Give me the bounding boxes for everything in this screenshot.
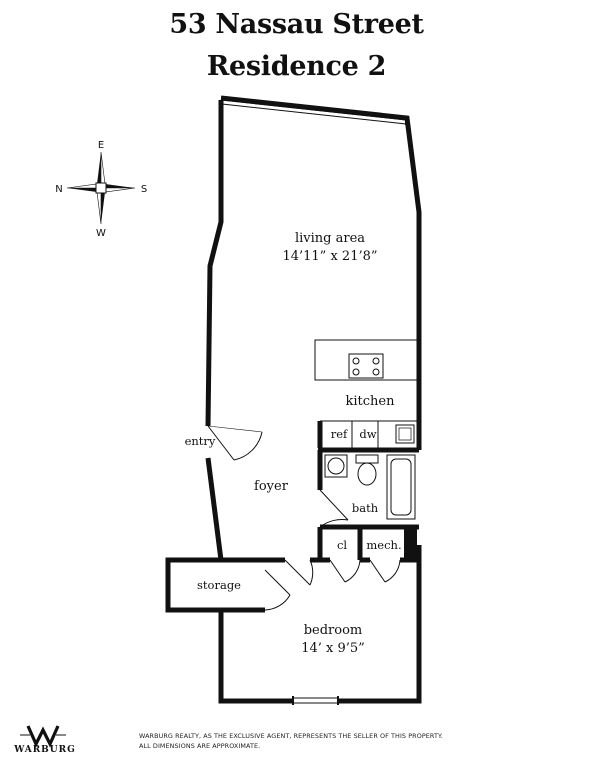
living-area-dimensions: 14’11” x 21’8” [282,249,377,264]
top-window [221,98,407,125]
compass-rose-icon [66,151,136,225]
compass-west-label: W [96,228,106,239]
bottom-window [292,696,339,705]
page-title: 53 Nassau Street [169,9,424,40]
storage-label: storage [197,578,241,592]
living-area-label: living area [295,231,365,246]
foyer-label: foyer [254,479,289,494]
closet-doors [264,559,401,611]
warburg-logo-text: WARBURG [14,745,76,755]
dw-label: dw [359,427,376,441]
kitchen-island [314,339,418,381]
closet-walls [268,527,419,563]
bath-label: bath [352,501,379,515]
exterior-walls [165,95,422,704]
compass-east-label: E [98,140,104,151]
disclaimer: WARBURG REALTY, AS THE EXCLUSIVE AGENT, … [139,731,469,751]
disclaimer-line-2: ALL DIMENSIONS ARE APPROXIMATE. [139,742,261,750]
bedroom-dimensions: 14’ x 9’5” [301,641,365,656]
compass-north-label: N [55,184,62,195]
ref-label: ref [331,427,348,441]
entry-door [207,425,263,461]
disclaimer-line-1: WARBURG REALTY, AS THE EXCLUSIVE AGENT, … [139,732,443,740]
bath-fixtures [319,454,416,528]
mech-label: mech. [366,538,401,552]
bedroom-label: bedroom [304,623,363,638]
closet-label: cl [337,538,347,552]
entry-label: entry [185,434,216,448]
compass-south-label: S [141,184,147,195]
page-subtitle: Residence 2 [206,51,387,82]
mech-shaft [404,529,417,558]
kitchen-label: kitchen [346,394,396,409]
bath-walls [317,447,419,560]
kitchen-counter [317,420,419,448]
warburg-logo-icon [20,725,66,748]
